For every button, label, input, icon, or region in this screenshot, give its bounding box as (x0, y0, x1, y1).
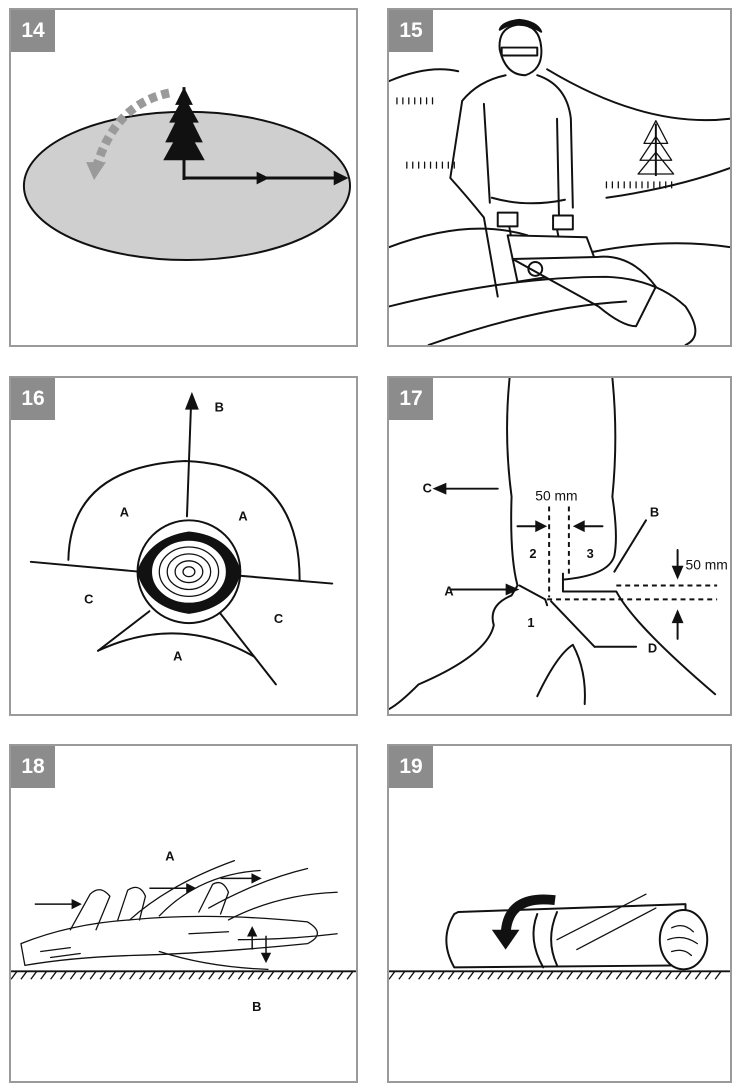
panel-19: 19 (387, 744, 732, 1083)
panel-16: 16 B A A C C A (9, 376, 358, 716)
panel-number: 15 (389, 10, 433, 52)
panel-number: 18 (11, 746, 55, 788)
label-a-left: A (120, 504, 129, 519)
cut-direction-arrows (34, 873, 272, 964)
chainsaw-operator-illustration (389, 18, 730, 345)
fall-direction-arrow (91, 88, 171, 170)
label-d: D (648, 641, 657, 656)
label-c-left: C (84, 591, 93, 606)
limbing-illustration: A B (11, 849, 356, 1014)
panel-18: 18 A B (9, 744, 358, 1083)
ground-hatch (389, 970, 730, 980)
rotation-arrow-icon (491, 894, 556, 950)
label-a: A (165, 849, 174, 864)
panel-number: 17 (389, 378, 433, 420)
ground-hatch (11, 970, 356, 980)
panel-15: 15 (387, 8, 732, 347)
chainsaw-icon (506, 234, 657, 328)
panel-17: 17 C 50 mm B 2 3 A 50 mm (387, 376, 732, 716)
panel-14: 14 (9, 8, 358, 347)
fallen-log (389, 275, 697, 345)
felling-cut-diagram: C 50 mm B 2 3 A 50 mm 1 D (389, 378, 728, 711)
label-measure-top: 50 mm (535, 488, 577, 504)
label-b: B (650, 504, 659, 519)
label-c-right: C (274, 611, 283, 626)
label-a-right: A (238, 508, 247, 523)
panel-number: 14 (11, 10, 55, 52)
label-a: A (444, 583, 453, 598)
label-c: C (423, 481, 432, 496)
tree-icon (163, 87, 205, 180)
worker-figure (449, 18, 574, 298)
label-b: B (252, 999, 261, 1014)
label-1: 1 (527, 615, 534, 630)
label-3: 3 (587, 546, 594, 561)
label-b: B (215, 400, 224, 415)
tree-rings (136, 531, 241, 614)
log-rolling-illustration (389, 893, 730, 980)
fallen-tree (20, 859, 338, 970)
pine-tree-icon (637, 120, 675, 177)
label-2: 2 (529, 546, 536, 561)
felling-zone-illustration (22, 87, 351, 262)
felling-zones-diagram: B A A C C A (29, 391, 334, 686)
label-a-bottom: A (173, 649, 182, 664)
tree-trunk (389, 378, 717, 711)
label-measure-right: 50 mm (686, 557, 728, 573)
fall-direction-arrow (185, 406, 192, 518)
panel-number: 19 (389, 746, 433, 788)
distance-arrows (183, 170, 349, 186)
log (445, 893, 709, 971)
panel-number: 16 (11, 378, 55, 420)
